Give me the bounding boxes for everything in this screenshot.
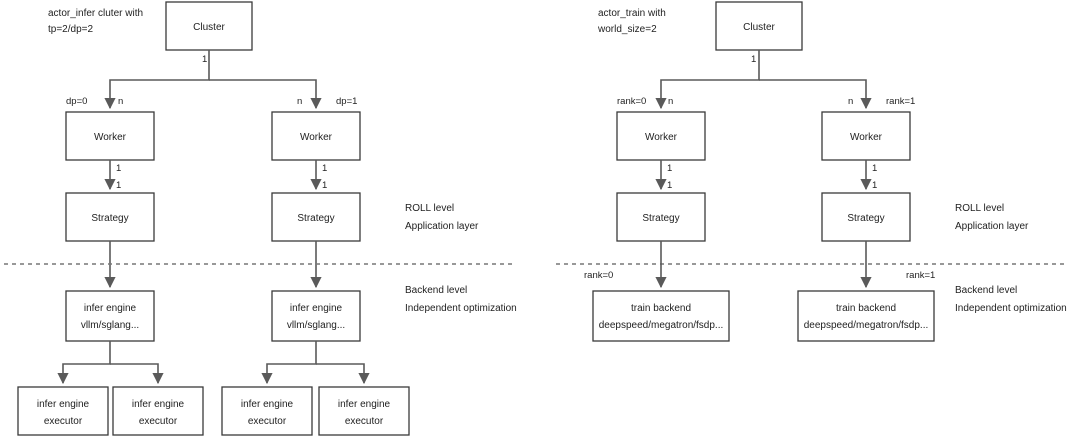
right-strategy-left-box [616, 192, 706, 242]
right-backend-rank1: rank=1 [906, 270, 935, 281]
left-mult-wl-top: 1 [116, 163, 121, 174]
left-executor-3-line2: executor [248, 416, 287, 427]
right-panel: actor_train with world_size=2 Cluster 1 … [584, 1, 1067, 342]
left-engine-right-line1: infer engine [290, 303, 343, 314]
right-cluster-to-worker-left [655, 50, 760, 110]
right-rank0-label: rank=0 [617, 96, 646, 107]
left-n-left: n [118, 96, 123, 107]
left-mult-wl-bot: 1 [116, 180, 121, 191]
right-mult-wl-bot: 1 [667, 180, 672, 191]
right-backend-level: Backend level [955, 285, 1017, 296]
right-application-layer: Application layer [955, 221, 1029, 232]
left-executor-4-box [318, 386, 410, 436]
left-executor-3-line1: infer engine [241, 399, 294, 410]
left-mult-wr-bot: 1 [322, 180, 327, 191]
left-worker-left-label: Worker [94, 132, 127, 143]
right-title-line1: actor_train with [598, 8, 666, 19]
left-executor-2-line2: executor [139, 416, 178, 427]
left-engine-to-exec-3 [261, 341, 317, 385]
right-worker-right-box [821, 111, 911, 161]
left-title-line2: tp=2/dp=2 [48, 24, 93, 35]
right-n-right: n [848, 96, 853, 107]
left-roll-level: ROLL level [405, 203, 454, 214]
left-dp0-label: dp=0 [66, 96, 87, 107]
right-backend-right-box [797, 290, 935, 342]
left-engine-to-exec-1 [57, 341, 111, 385]
right-roll-level: ROLL level [955, 203, 1004, 214]
right-cluster-box [715, 1, 803, 51]
left-application-layer: Application layer [405, 221, 479, 232]
right-cluster-to-worker-right [759, 79, 872, 110]
right-worker-right-label: Worker [850, 132, 883, 143]
left-cluster-to-worker-right [209, 79, 322, 110]
right-mult-wl-top: 1 [667, 163, 672, 174]
left-cluster-label: Cluster [193, 22, 225, 33]
left-executor-2-line1: infer engine [132, 399, 185, 410]
right-cluster-mult: 1 [751, 54, 756, 65]
left-strategy-right-label: Strategy [297, 213, 334, 224]
left-engine-right-line2: vllm/sglang... [287, 320, 345, 331]
left-panel: actor_infer cluter with tp=2/dp=2 Cluste… [17, 1, 517, 436]
left-executor-1-line1: infer engine [37, 399, 90, 410]
right-mult-wr-top: 1 [872, 163, 877, 174]
right-independent-opt: Independent optimization [955, 303, 1067, 314]
left-executor-3-box [221, 386, 313, 436]
right-rank1-label: rank=1 [886, 96, 915, 107]
left-cluster-mult: 1 [202, 54, 207, 65]
right-backend-left-line2: deepspeed/megatron/fsdp... [599, 320, 724, 331]
right-strategy-right-label: Strategy [847, 213, 884, 224]
right-strategy-left-label: Strategy [642, 213, 679, 224]
left-dp1-label: dp=1 [336, 96, 357, 107]
left-engine-right-box [271, 290, 361, 342]
right-worker-left-label: Worker [645, 132, 678, 143]
right-n-left: n [668, 96, 673, 107]
left-engine-to-exec-2 [110, 363, 164, 385]
right-worker-left-box [616, 111, 706, 161]
right-backend-left-line1: train backend [631, 303, 691, 314]
left-mult-wr-top: 1 [322, 163, 327, 174]
left-cluster-to-worker-left [104, 50, 210, 110]
left-executor-4-line1: infer engine [338, 399, 391, 410]
right-backend-right-line2: deepspeed/megatron/fsdp... [804, 320, 929, 331]
left-title-line1: actor_infer cluter with [48, 8, 143, 19]
left-independent-opt: Independent optimization [405, 303, 517, 314]
left-cluster-box [165, 1, 253, 51]
left-backend-level: Backend level [405, 285, 467, 296]
left-worker-right-label: Worker [300, 132, 333, 143]
left-worker-left-box [65, 111, 155, 161]
right-backend-rank0: rank=0 [584, 270, 613, 281]
right-backend-right-line1: train backend [836, 303, 896, 314]
left-n-right: n [297, 96, 302, 107]
left-engine-left-line1: infer engine [84, 303, 137, 314]
left-executor-1-line2: executor [44, 416, 83, 427]
right-backend-left-box [592, 290, 730, 342]
right-strategy-right-box [821, 192, 911, 242]
left-executor-2-box [112, 386, 204, 436]
left-executor-1-box [17, 386, 109, 436]
left-engine-left-line2: vllm/sglang... [81, 320, 139, 331]
left-executor-4-line2: executor [345, 416, 384, 427]
left-strategy-left-label: Strategy [91, 213, 128, 224]
left-engine-left-box [65, 290, 155, 342]
left-engine-to-exec-4 [316, 363, 370, 385]
right-mult-wr-bot: 1 [872, 180, 877, 191]
right-cluster-label: Cluster [743, 22, 775, 33]
right-title-line2: world_size=2 [597, 24, 657, 35]
